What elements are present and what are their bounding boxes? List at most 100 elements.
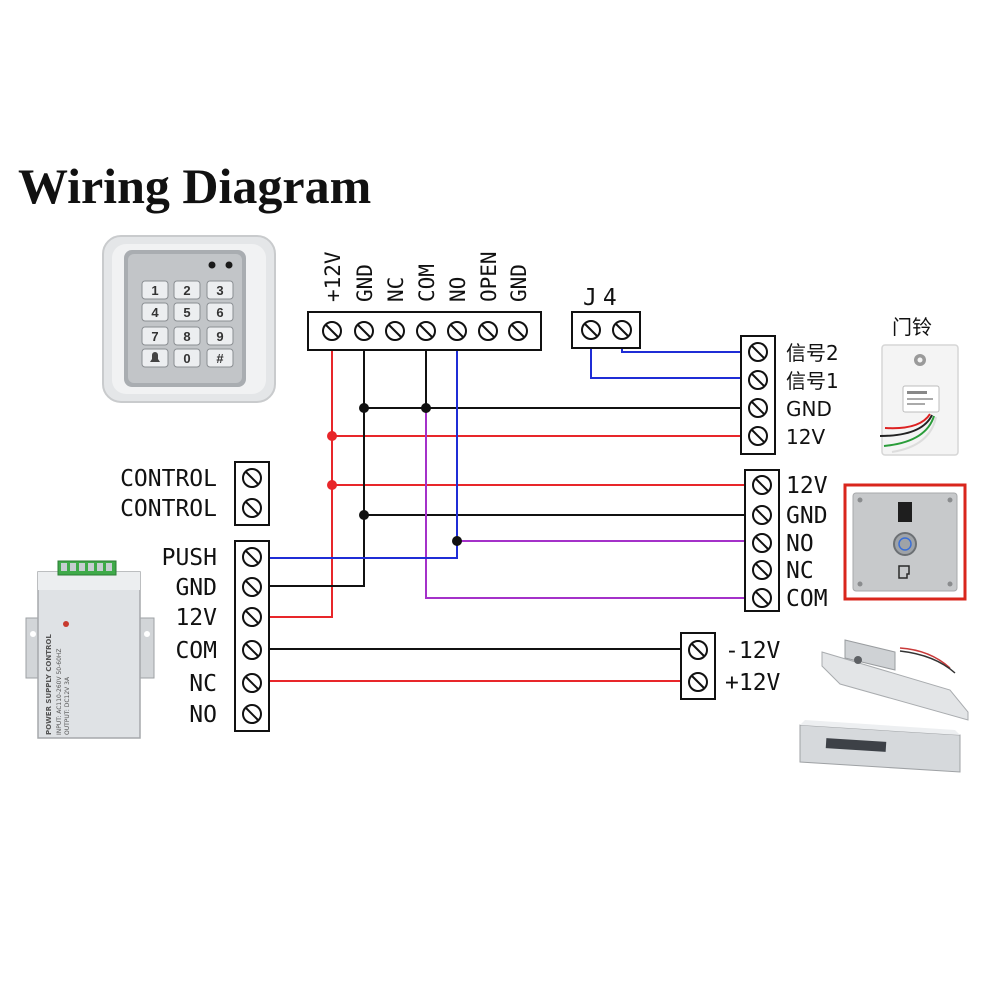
hand-icon (898, 565, 910, 579)
power-supply-image: POWER SUPPLY CONTROL INPUT: AC110-260V 5… (25, 560, 155, 739)
terminal-screw (242, 498, 262, 518)
lock-terminal-label: +12V (725, 670, 781, 696)
electric-bolt-lock-image (821, 639, 969, 721)
terminal-screw (478, 321, 498, 341)
wires (268, 331, 748, 682)
wire-keypad-no (268, 331, 458, 559)
doorbell-terminal-label: GND (786, 397, 832, 421)
bell-icon (150, 352, 160, 362)
wire-keypad-12v (268, 331, 333, 618)
keypad-key-label: 1 (151, 283, 158, 298)
button-terminal-label: NO (786, 531, 814, 557)
keypad-terminal-label: +12V (321, 251, 345, 302)
keypad-terminal-label: COM (415, 264, 439, 302)
terminal-screw (748, 426, 768, 446)
keypad-key: # (206, 348, 234, 368)
terminal-screw (385, 321, 405, 341)
keypad-terminal-label: GND (353, 264, 377, 302)
keypad-key: 9 (206, 326, 234, 346)
keypad-key: 6 (206, 302, 234, 322)
led-indicator (208, 261, 216, 269)
button-terminal-label: GND (786, 503, 828, 529)
terminal-screw (752, 475, 772, 495)
keypad-key: 8 (173, 326, 201, 346)
psu-terminal-label: GND (175, 575, 217, 601)
doorbell-terminal-label: 信号2 (786, 341, 839, 365)
terminal-screw (508, 321, 528, 341)
keypad-key: 0 (173, 348, 201, 368)
terminal-screw (748, 398, 768, 418)
terminal-screw (748, 342, 768, 362)
control-label: CONTROL (120, 496, 217, 522)
terminal-screw (581, 320, 601, 340)
lock-terminal-block: -12V +12V (680, 632, 781, 700)
wire-j4-signal1 (590, 342, 743, 379)
exit-button-image (843, 483, 967, 601)
keypad-key: 4 (141, 302, 169, 322)
psu-output-text: OUTPUT: DC12V 3A (64, 676, 71, 735)
control-label: CONTROL (120, 466, 217, 492)
keypad-key: 2 (173, 280, 201, 300)
keypad-key-label: 6 (216, 305, 223, 320)
keypad-key-label: 9 (216, 329, 223, 344)
keypad-terminal-label: OPEN (477, 251, 501, 302)
keypad-key-label: 2 (183, 283, 190, 298)
terminal-screw (242, 673, 262, 693)
junction-dot (327, 431, 337, 441)
keypad-terminal-label: NO (446, 277, 470, 302)
keypad-key-label: 7 (151, 329, 158, 344)
junction-dot (421, 403, 431, 413)
psu-terminal-label: NO (189, 702, 217, 728)
terminal-screw (242, 468, 262, 488)
terminal-screw (688, 640, 708, 660)
button-terminal-label: NC (786, 558, 814, 584)
psu-input-text: INPUT: AC110-260V 50-60HZ (56, 648, 63, 735)
terminal-screw (242, 704, 262, 724)
lock-terminal-label: -12V (725, 638, 781, 664)
junction-dot (327, 480, 337, 490)
psu-side-text: POWER SUPPLY CONTROL (45, 634, 53, 735)
keypad-key-label: 4 (151, 305, 159, 320)
terminal-screw (322, 321, 342, 341)
terminal-screw (752, 560, 772, 580)
keypad-key-label: # (216, 351, 224, 366)
wire-keypad-gnd (268, 331, 365, 587)
keypad-key: 5 (173, 302, 201, 322)
j4-terminal-block: J4 (571, 285, 641, 349)
terminal-screw (447, 321, 467, 341)
page-title: Wiring Diagram (18, 158, 371, 214)
doorbell-terminal-label: 信号1 (786, 369, 839, 393)
terminal-screw (242, 607, 262, 627)
magnetic-lock-image (799, 720, 961, 773)
button-terminal-label: COM (786, 586, 828, 612)
terminal-screw (752, 588, 772, 608)
junction-dot (452, 536, 462, 546)
psu-terminal-label: PUSH (162, 545, 217, 571)
door-icon (898, 502, 912, 522)
terminal-screw (354, 321, 374, 341)
terminal-screw (242, 547, 262, 567)
keypad-terminal-label: NC (384, 277, 408, 302)
keypad-key (141, 348, 169, 368)
keypad-key: 3 (206, 280, 234, 300)
terminal-screw (242, 640, 262, 660)
terminal-screw (416, 321, 436, 341)
keypad-key: 7 (141, 326, 169, 346)
doorbell-image (879, 344, 959, 456)
psu-control-terminal-block: CONTROL CONTROL (120, 461, 270, 526)
keypad-key-label: 3 (216, 283, 223, 298)
push-button (893, 532, 917, 556)
keypad-key-label: 8 (183, 329, 190, 344)
junction-dot (359, 403, 369, 413)
doorbell-terminal-label: 12V (786, 425, 825, 449)
led-indicator (225, 261, 233, 269)
terminal-screw (688, 672, 708, 692)
button-terminal-label: 12V (786, 473, 828, 499)
psu-terminal-label: 12V (175, 605, 217, 631)
